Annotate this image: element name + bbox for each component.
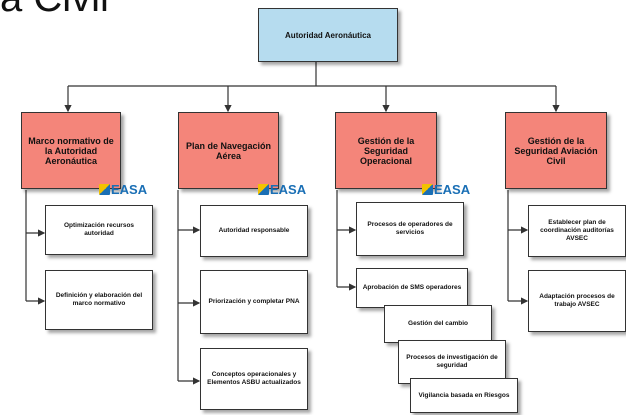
easa-logo: EASA	[99, 181, 148, 197]
category-node-seguridad-aviacion: Gestión de la Seguridad Aviación Civil	[505, 112, 607, 189]
category-node-plan-navegacion: Plan de Navegación Aérea	[178, 112, 279, 189]
item-node: Procesos de operadores de servicios	[356, 202, 464, 256]
category-label: Gestión de la Seguridad Operacional	[357, 135, 415, 166]
item-label: Definición y elaboración del marco norma…	[55, 292, 143, 307]
item-label: Aprobación de SMS operadores	[362, 284, 462, 291]
item-node: Establecer plan de coordinación auditorí…	[528, 205, 626, 257]
item-label: Priorización y completar PNA	[208, 298, 300, 305]
item-node: Adaptación procesos de trabajo AVSEC	[528, 270, 626, 332]
category-label: Plan de Navegación Aérea	[185, 140, 272, 161]
category-node-marco-normativo: Marco normativo de la Autoridad Aeronáut…	[21, 112, 121, 189]
easa-logo-icon	[99, 183, 110, 195]
item-label: Procesos de operadores de servicios	[367, 221, 453, 236]
item-node: Conceptos operacionales y Elementos ASBU…	[200, 348, 308, 410]
item-label: Gestión del cambio	[408, 320, 468, 327]
easa-logo-text: EASA	[270, 181, 307, 197]
item-label: Establecer plan de coordinación auditorí…	[540, 219, 614, 242]
root-node-label: Autoridad Aeronáutica	[285, 30, 371, 40]
item-label: Conceptos operacionales y Elementos ASBU…	[207, 371, 301, 386]
item-node: Aprobación de SMS operadores	[356, 268, 468, 308]
item-node: Gestión del cambio	[384, 305, 492, 343]
easa-logo-icon	[422, 183, 433, 195]
item-node: Priorización y completar PNA	[200, 270, 308, 334]
easa-logo-text: EASA	[111, 181, 148, 197]
category-label: Gestión de la Seguridad Aviación Civil	[514, 135, 598, 166]
title-fragment: a Civil	[0, 0, 240, 20]
category-label: Marco normativo de la Autoridad Aeronáut…	[28, 135, 114, 166]
item-label: Optimización recursos autoridad	[63, 222, 135, 237]
item-label: Vigilancia basada en Riesgos	[418, 391, 510, 399]
easa-logo-text: EASA	[434, 181, 471, 197]
category-node-seguridad-operacional: Gestión de la Seguridad Operacional	[335, 112, 437, 189]
item-label: Autoridad responsable	[218, 227, 290, 234]
item-label: Adaptación procesos de trabajo AVSEC	[539, 293, 615, 308]
easa-logo: EASA	[422, 181, 471, 197]
item-label: Procesos de investigación de seguridad	[406, 354, 498, 369]
root-node: Autoridad Aeronáutica	[258, 8, 398, 62]
easa-logo-icon	[258, 183, 269, 195]
item-node: Vigilancia basada en Riesgos	[410, 378, 518, 413]
easa-logo: EASA	[258, 181, 307, 197]
item-node: Optimización recursos autoridad	[45, 205, 153, 255]
item-node: Autoridad responsable	[200, 205, 308, 257]
item-node: Definición y elaboración del marco norma…	[45, 270, 153, 330]
